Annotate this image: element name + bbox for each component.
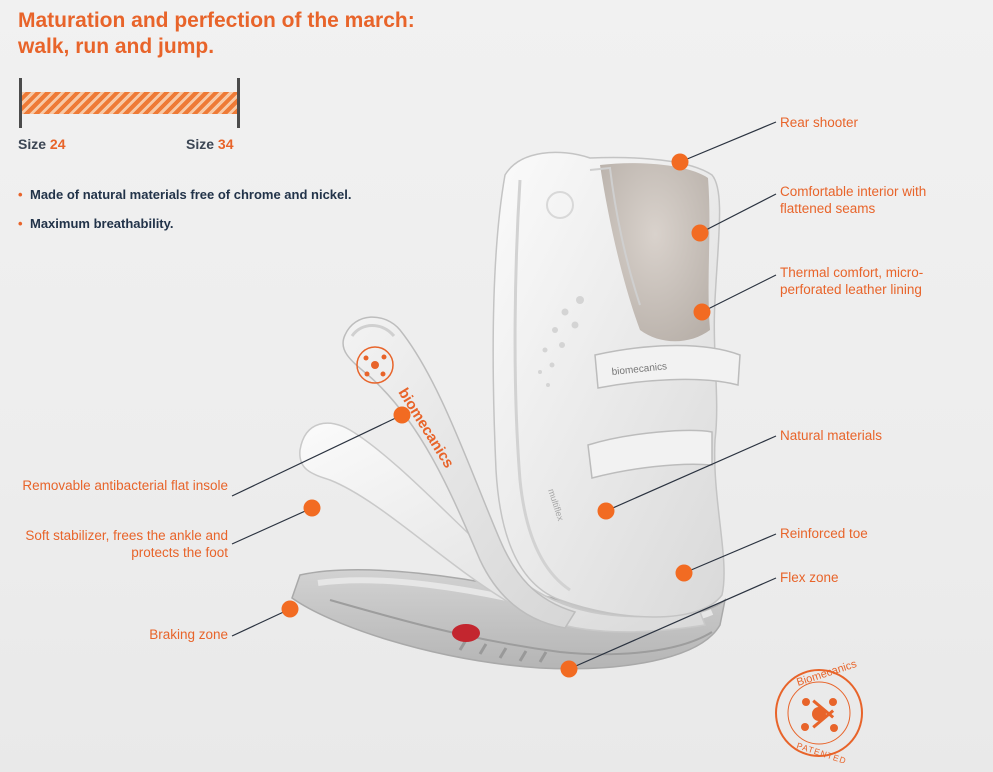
patented-badge: Biomecanics PATENTED	[775, 658, 863, 766]
leader-flex	[568, 577, 777, 670]
title-line-1: Maturation and perfection of the march:	[18, 9, 415, 32]
size-range-start-cap	[19, 78, 22, 128]
hotspot-stabilizer	[303, 499, 321, 517]
leader-rear-shooter	[679, 121, 777, 163]
feature-list: • Made of natural materials free of chrom…	[18, 184, 378, 242]
badge-top-text: Biomecanics	[795, 658, 858, 689]
size-max-text: Size	[186, 136, 215, 152]
leader-thermal	[701, 274, 777, 313]
hotspot-braking	[281, 600, 299, 618]
feature-item: • Made of natural materials free of chrom…	[18, 184, 378, 205]
callout-stabilizer: Soft stabilizer, frees the ankle and pro…	[25, 528, 228, 560]
page-title: Maturation and perfection of the march: …	[18, 8, 538, 60]
insole-logo-ring	[356, 346, 394, 384]
callout-braking-zone: Braking zone	[149, 627, 228, 642]
badge-logo-icon	[801, 698, 838, 732]
top-strap	[594, 344, 741, 389]
callout-natural-materials: Natural materials	[780, 428, 883, 443]
feature-text: Made of natural materials free of chrome…	[30, 187, 352, 202]
shoe-opening	[600, 163, 710, 342]
title-line-2: walk, run and jump.	[18, 35, 215, 58]
hotspot-toe	[675, 564, 693, 582]
shoe-upper: biomecanics multiflex	[492, 151, 741, 618]
size-range-end-cap	[237, 78, 240, 128]
hotspot-flex	[560, 660, 578, 678]
size-min-label: Size 24	[18, 136, 65, 152]
size-max-value: 34	[217, 136, 234, 152]
hotspot-rear-shooter	[671, 153, 689, 171]
hotspot-natural	[597, 502, 615, 520]
hotspot-interior	[691, 224, 709, 242]
callout-dots	[281, 153, 711, 678]
leader-insole	[231, 414, 403, 497]
leader-braking	[231, 608, 291, 637]
braking-zone-pad	[452, 624, 480, 642]
insole-logo-icon	[363, 354, 387, 377]
callout-thermal: Thermal comfort, micro-perforated leathe…	[780, 265, 924, 297]
callout-flex-zone: Flex zone	[780, 570, 839, 585]
feature-text: Maximum breathability.	[30, 216, 174, 231]
size-range-hatch	[22, 92, 237, 114]
bottom-strap	[587, 429, 713, 479]
feature-item: • Maximum breathability.	[18, 213, 378, 234]
perforation-dots	[538, 296, 584, 387]
bullet-dot-icon: •	[18, 187, 23, 202]
leader-stabilizer	[231, 507, 313, 545]
size-range-bar	[18, 78, 242, 128]
callout-rear-shooter: Rear shooter	[780, 115, 859, 130]
leader-interior	[699, 193, 777, 234]
bullet-dot-icon: •	[18, 216, 23, 231]
callout-insole: Removable antibacterial flat insole	[22, 478, 228, 493]
callout-interior: Comfortable interior with flattened seam…	[780, 184, 927, 216]
heel-emblem	[546, 191, 574, 219]
hotspot-insole	[393, 406, 411, 424]
callout-reinforced-toe: Reinforced toe	[780, 526, 868, 541]
size-max-label: Size 34	[186, 136, 233, 152]
size-min-value: 24	[49, 136, 66, 152]
leader-lines	[231, 121, 777, 670]
size-min-text: Size	[18, 136, 47, 152]
hotspot-thermal	[693, 303, 711, 321]
leader-toe	[683, 533, 777, 574]
leader-natural	[605, 435, 777, 512]
